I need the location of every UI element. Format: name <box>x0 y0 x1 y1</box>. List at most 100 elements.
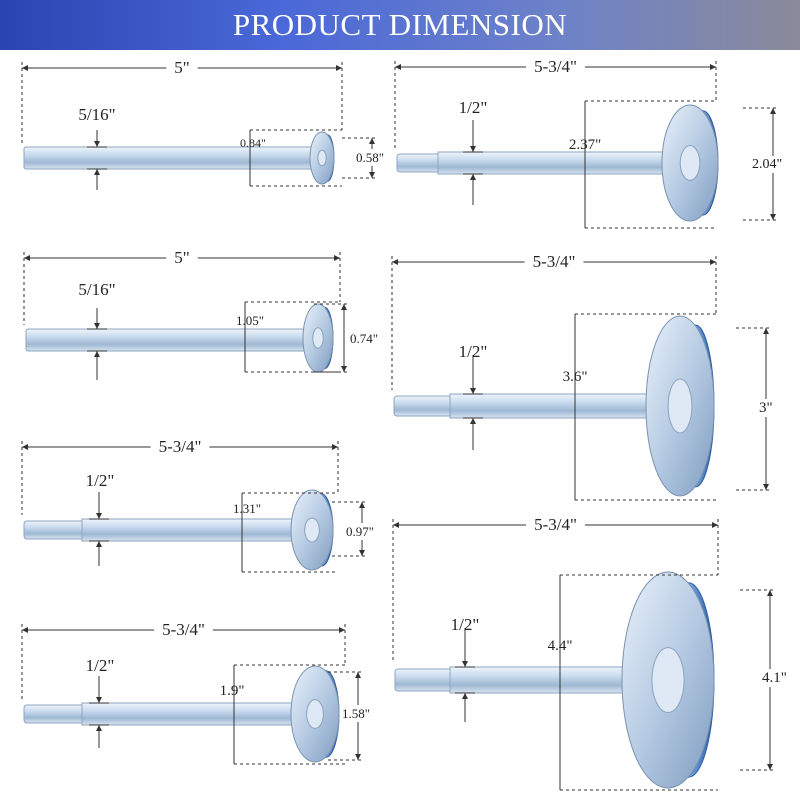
arrowhead <box>341 304 347 310</box>
length-label: 5-3/4" <box>534 57 577 76</box>
arrowhead <box>341 366 347 372</box>
flange-height-label: 1.9" <box>220 683 245 699</box>
hex-shaft <box>449 393 681 419</box>
arrowhead <box>22 627 28 633</box>
label-background <box>526 513 585 536</box>
label-background <box>154 618 213 641</box>
label-background <box>344 523 377 540</box>
fastener-4: 5-3/4" 1.9" 1.58" 1/2" <box>21 618 373 765</box>
length-label: 5" <box>174 248 189 267</box>
diameter-label: 1/2" <box>451 615 480 634</box>
flange-width-label: 4.1" <box>762 670 787 686</box>
flange-height-label: 2.37" <box>569 137 601 153</box>
flange-width-label: 0.97" <box>346 524 374 539</box>
arrowhead <box>94 141 100 147</box>
arrowhead <box>770 214 776 220</box>
arrowhead <box>763 328 769 334</box>
label-background <box>348 330 381 347</box>
arrowhead <box>359 550 365 556</box>
flange-hub <box>667 378 693 434</box>
hex-shaft <box>25 328 321 352</box>
arrowhead <box>96 725 102 731</box>
fastener-1: 5" 0.84" 0.58" 5/16" <box>21 56 387 190</box>
arrowhead <box>710 64 716 70</box>
arrowhead <box>767 590 773 596</box>
arrowhead <box>359 502 365 508</box>
flange-hub <box>679 145 701 181</box>
arrowhead <box>22 65 28 71</box>
flange-hub <box>317 149 327 167</box>
flange-width-label: 3" <box>759 400 773 416</box>
fastener-3: 5-3/4"1.31"0.97"1/2" <box>21 435 377 573</box>
arrowhead <box>94 169 100 175</box>
hex-shaft <box>23 146 325 170</box>
fastener-7: 5-3/4" 4.4" 4.1" 1/2" <box>392 513 789 791</box>
arrowhead <box>355 672 361 678</box>
diameter-label: 5/16" <box>78 280 115 299</box>
arrowhead <box>470 388 476 394</box>
length-label: 5-3/4" <box>162 620 205 639</box>
label-background <box>760 669 789 687</box>
shaft-tip <box>23 520 85 540</box>
arrowhead <box>94 323 100 329</box>
arrowhead <box>763 484 769 490</box>
diameter-label: 1/2" <box>459 98 488 117</box>
flange-hub <box>304 517 320 543</box>
flange-width-label: 2.04" <box>752 157 782 172</box>
label-background <box>166 56 198 79</box>
arrowhead <box>395 64 401 70</box>
flange-height-label: 1.31" <box>233 501 261 516</box>
flange-height-label: 1.05" <box>236 313 264 328</box>
length-label: 5-3/4" <box>533 252 576 271</box>
arrowhead <box>470 174 476 180</box>
label-background <box>150 435 210 458</box>
hex-shaft <box>81 702 316 726</box>
arrowhead <box>96 697 102 703</box>
arrowhead <box>470 146 476 152</box>
flange-height-label: 4.4" <box>548 638 573 654</box>
diameter-label: 5/16" <box>78 105 115 124</box>
header-banner: PRODUCT DIMENSION <box>0 0 800 50</box>
flange-hub <box>306 699 324 729</box>
arrowhead <box>369 172 375 178</box>
fastener-5: 5-3/4" 2.37" 2.04" 1/2" <box>394 55 785 229</box>
shaft-tip <box>394 668 453 692</box>
label-background <box>354 149 387 166</box>
arrowhead <box>336 65 342 71</box>
label-background <box>166 246 198 269</box>
arrowhead <box>355 754 361 760</box>
length-label: 5" <box>174 58 189 77</box>
shaft-tip <box>396 153 441 173</box>
arrowhead <box>710 259 716 265</box>
flange-width-label: 0.74" <box>350 331 378 346</box>
arrowhead <box>712 522 718 528</box>
flange-hub <box>651 647 685 713</box>
arrowhead <box>96 513 102 519</box>
arrowhead <box>369 138 375 144</box>
arrowhead <box>22 444 28 450</box>
arrowhead <box>339 627 345 633</box>
arrowhead <box>393 522 399 528</box>
label-background <box>757 399 775 417</box>
diameter-label: 1/2" <box>86 656 115 675</box>
flange-height-label: 3.6" <box>563 369 588 385</box>
hex-shaft <box>81 518 313 542</box>
length-label: 5-3/4" <box>534 515 577 534</box>
length-label: 5-3/4" <box>159 437 202 456</box>
hex-shaft <box>437 151 691 175</box>
fastener-2: 5" 1.05" 0.74" 5/16" <box>23 246 381 380</box>
arrowhead <box>462 661 468 667</box>
label-background <box>526 55 585 78</box>
flange-width-label: 1.58" <box>342 706 370 721</box>
diameter-label: 1/2" <box>459 342 488 361</box>
flange-hub <box>312 327 324 349</box>
arrowhead <box>767 764 773 770</box>
label-background <box>340 705 373 722</box>
arrowhead <box>24 255 30 261</box>
page-title: PRODUCT DIMENSION <box>232 7 568 42</box>
label-background <box>750 156 785 173</box>
flange-width-label: 0.58" <box>356 150 384 165</box>
arrowhead <box>470 418 476 424</box>
flange-height-label: 0.84" <box>240 136 266 150</box>
